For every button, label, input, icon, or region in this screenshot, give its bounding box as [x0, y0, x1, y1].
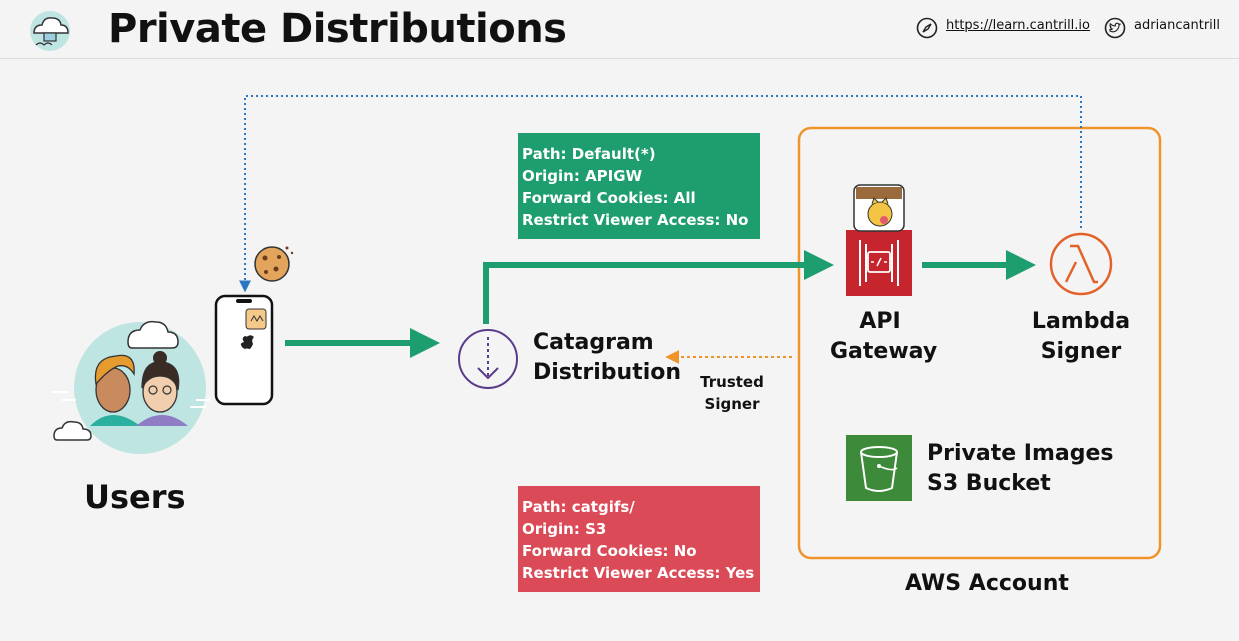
api-gateway-label-line1: API	[859, 309, 901, 334]
api-gateway-label-line2: Gateway	[830, 339, 938, 364]
api-gateway-icon	[846, 230, 912, 296]
lambda-icon	[1049, 232, 1113, 296]
users-label: Users	[84, 478, 186, 516]
behavior-catgifs-box: Path: catgifs/ Origin: S3 Forward Cookie…	[518, 486, 760, 592]
site-link[interactable]: https://learn.cantrill.io	[946, 18, 1090, 33]
behavior-catgifs-restrict: Restrict Viewer Access: Yes	[522, 564, 755, 582]
compass-icon	[916, 17, 938, 39]
distribution-to-apigw-arrow	[483, 250, 834, 324]
mobile-device-icon	[214, 294, 274, 406]
users-illustration-icon	[52, 320, 210, 454]
cloudfront-distribution-icon	[458, 329, 518, 389]
behavior-default-origin: Origin: APIGW	[522, 167, 643, 185]
lambda-label-line2: Signer	[1040, 339, 1122, 364]
aws-account-label: AWS Account	[905, 571, 1069, 596]
behavior-default-cookies: Forward Cookies: All	[522, 189, 696, 207]
behavior-default-restrict: Restrict Viewer Access: No	[522, 211, 749, 229]
cloud-logo-icon	[30, 11, 70, 51]
trusted-signer-line1: Trusted	[700, 373, 764, 391]
behavior-default-box: Path: Default(*) Origin: APIGW Forward C…	[518, 133, 760, 239]
cookie-icon	[254, 246, 294, 282]
distribution-label: Catagram Distribution	[533, 328, 681, 388]
s3-label-line1: Private Images	[927, 441, 1114, 466]
twitter-icon	[1104, 17, 1126, 39]
page-title: Private Distributions	[108, 6, 567, 52]
lambda-label: Lambda Signer	[1030, 307, 1132, 367]
twitter-handle[interactable]: adriancantrill	[1134, 18, 1221, 33]
s3-bucket-label: Private Images S3 Bucket	[927, 439, 1114, 499]
s3-bucket-icon	[846, 435, 912, 501]
behavior-catgifs-cookies: Forward Cookies: No	[522, 542, 697, 560]
behavior-default-path: Path: Default(*)	[522, 145, 656, 163]
distribution-label-line2: Distribution	[533, 360, 682, 385]
cat-badge-icon	[853, 184, 905, 232]
signed-cookie-return-arrow	[239, 95, 1082, 293]
header-bar: Private Distributions https://learn.cant…	[0, 0, 1239, 59]
aws-account-boundary	[797, 126, 1162, 560]
s3-label-line2: S3 Bucket	[927, 471, 1051, 496]
api-gateway-label: API Gateway	[830, 307, 938, 367]
trusted-signer-label: Trusted Signer	[696, 371, 768, 415]
trusted-signer-line2: Signer	[704, 395, 760, 413]
distribution-label-line1: Catagram	[533, 330, 654, 355]
lambda-label-line1: Lambda	[1031, 309, 1131, 334]
behavior-catgifs-path: Path: catgifs/	[522, 498, 635, 516]
behavior-catgifs-origin: Origin: S3	[522, 520, 607, 538]
